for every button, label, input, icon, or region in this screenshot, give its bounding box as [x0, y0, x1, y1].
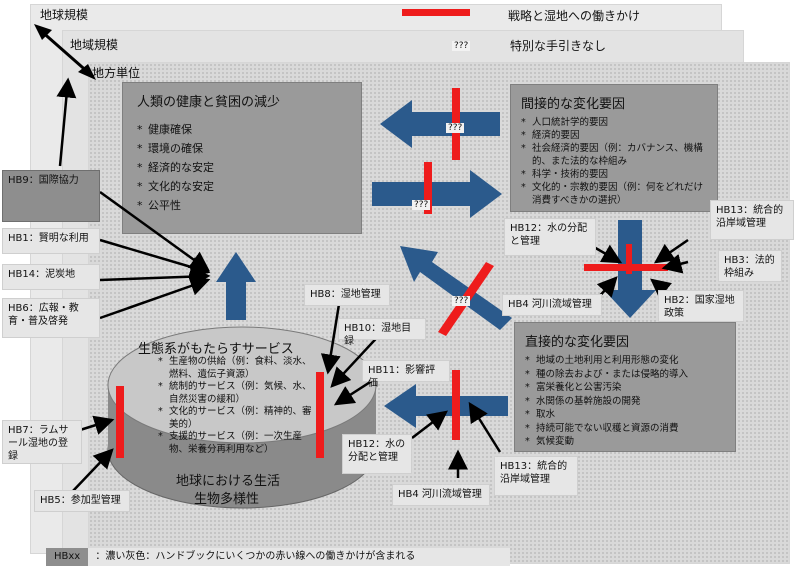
hb13-bottom-box: HB13：統合的沿岸域管理: [494, 456, 578, 496]
regional-scale-label: 地域規模: [70, 38, 119, 52]
hb14-box: HB14：泥炭地: [2, 264, 100, 290]
hb12-bottom-box: HB12：水の分配と管理: [342, 434, 412, 474]
arrow-direct-to-wellbeing: [400, 246, 512, 330]
direct-drivers-title: 直接的な変化要因: [525, 335, 630, 350]
list-item: 健康確保: [137, 120, 347, 139]
list-item: 取水: [525, 408, 725, 422]
red-line-services-right: [316, 372, 324, 458]
hb12-top-box: HB12：水の分配と管理: [504, 218, 596, 256]
ecosystem-services-title: 生態系がもたらすサービス: [138, 342, 294, 357]
indirect-drivers-panel: 間接的な変化要因 人口統計学的要因 経済的要因 社会経済的要因（例：カバナンス、…: [510, 84, 718, 212]
list-item: 科学・技術的要因: [521, 168, 707, 181]
legend-unknown-label: 特別な手引きなし: [510, 39, 607, 53]
footer-legend: HBxx ：濃い灰色：ハンドブックにいくつかの赤い線への働きかけが含まれる: [46, 548, 510, 566]
indirect-drivers-list: 人口統計学的要因 経済的要因 社会経済的要因（例：カバナンス、機構的、また法的な…: [521, 116, 707, 207]
list-item: 公平性: [137, 196, 347, 215]
red-line-wellbeing-indirect: [424, 162, 432, 214]
red-line-direct-services: [452, 370, 460, 440]
direct-drivers-list: 地域の土地利用と利用形態の変化 種の除去および・または侵略的導入 富栄養化と公害…: [525, 354, 725, 449]
list-item: 文化的・宗教的要因（例：何をどれだけ消費すべきかの選択）: [521, 181, 707, 207]
hb9-box: HB9：国際協力: [2, 170, 100, 222]
hb2-box: HB2：国家湿地政策: [658, 290, 744, 322]
flow-arrows: [216, 100, 656, 428]
red-line-hb7: [116, 386, 124, 458]
unknown-marker: ???: [412, 200, 431, 210]
human-wellbeing-panel: 人類の健康と貧困の減少 健康確保 環境の確保 経済的な安定 文化的な安定 公平性: [122, 82, 362, 234]
hb10-box: HB10：湿地目録: [338, 318, 426, 347]
hb6-box: HB6：広報・教育・普及啓発: [2, 298, 100, 338]
list-item: 統制的サービス（例：気候、水、自然災害の緩和）: [158, 381, 316, 406]
legend-unknown-marker: ???: [452, 41, 471, 51]
human-wellbeing-list: 健康確保 環境の確保 経済的な安定 文化的な安定 公平性: [137, 120, 347, 215]
list-item: 生産物の供給（例：食料、淡水、燃料、遺伝子資源）: [158, 356, 316, 381]
list-item: 持続可能でない収穫と資源の消費: [525, 422, 725, 436]
pointer-arrows: [56, 77, 689, 493]
hb7-box: HB7：ラムサール湿地の登録: [2, 420, 82, 464]
global-scale-label: 地球規模: [40, 8, 89, 22]
list-item: 気候変動: [525, 435, 725, 449]
hb13-top-box: HB13：統合的沿岸域管理: [710, 200, 794, 240]
list-item: 支援的サービス（例：一次生産物、栄養分再利用など）: [158, 431, 316, 456]
unknown-marker: ???: [446, 123, 465, 133]
ecosystem-base-line2: 生物多様性: [194, 492, 260, 507]
footer-key: HBxx: [46, 548, 89, 566]
hb11-box: HB11：影響評価: [362, 360, 450, 389]
arrow-indirect-to-wellbeing: [380, 100, 500, 148]
list-item: 富栄養化と公害汚染: [525, 381, 725, 395]
hb1-box: HB1：賢明な利用: [2, 228, 100, 254]
list-item: 水関係の基幹施設の開発: [525, 395, 725, 409]
hb8-box: HB8：湿地管理: [304, 284, 390, 306]
arrow-direct-to-services: [384, 384, 508, 428]
footer-text: ：濃い灰色：ハンドブックにいくつかの赤い線への働きかけが含まれる: [95, 551, 416, 562]
local-scale-label: 地方単位: [92, 66, 141, 80]
list-item: 文化的サービス（例：精神的、審美的）: [158, 406, 316, 431]
list-item: 社会経済的要因（例：カバナンス、機構的、また法的な枠組み: [521, 142, 707, 168]
direct-drivers-panel: 直接的な変化要因 地域の土地利用と利用形態の変化 種の除去および・または侵略的導…: [514, 322, 736, 452]
list-item: 人口統計学的要因: [521, 116, 707, 129]
hb4-bottom-box: HB4 河川流域管理: [392, 484, 490, 506]
human-wellbeing-title: 人類の健康と貧困の減少: [137, 95, 281, 110]
hb5-box: HB5：参加型管理: [34, 490, 130, 512]
arrow-wellbeing-to-indirect: [372, 170, 502, 218]
list-item: 種の除去および・または侵略的導入: [525, 368, 725, 382]
list-item: 経済的要因: [521, 129, 707, 142]
list-item: 地域の土地利用と利用形態の変化: [525, 354, 725, 368]
list-item: 文化的な安定: [137, 177, 347, 196]
hb4-top-box: HB4 河川流域管理: [502, 294, 602, 316]
ecosystem-base-line1: 地球における生活: [176, 474, 281, 489]
list-item: 経済的な安定: [137, 158, 347, 177]
legend-red-line-swatch: [402, 9, 470, 16]
unknown-marker: ???: [452, 296, 471, 306]
legend-red-line-label: 戦略と湿地への働きかけ: [508, 9, 641, 23]
red-line-hb3-vertical: [626, 244, 632, 274]
indirect-drivers-title: 間接的な変化要因: [521, 97, 626, 112]
list-item: 環境の確保: [137, 139, 347, 158]
hb3-box: HB3：法的枠組み: [718, 250, 782, 282]
ecosystem-services-list: 生産物の供給（例：食料、淡水、燃料、遺伝子資源） 統制的サービス（例：気候、水、…: [158, 356, 316, 456]
scale-arrow: [39, 28, 91, 76]
arrow-services-to-wellbeing: [216, 252, 256, 320]
